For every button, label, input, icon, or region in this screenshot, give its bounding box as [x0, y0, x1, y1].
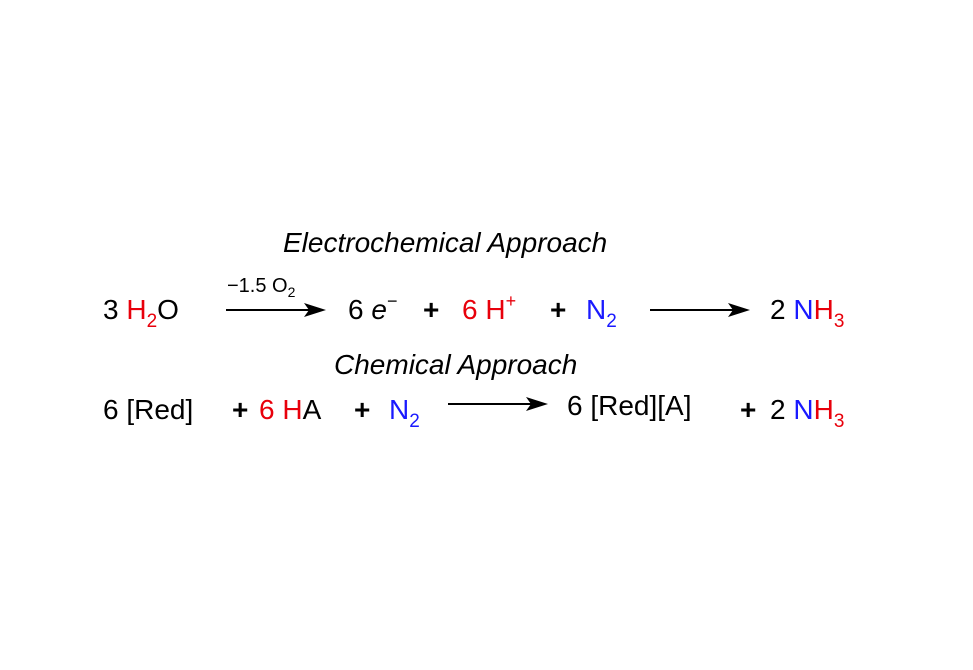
- electrons-term: 6 e−: [348, 292, 397, 325]
- plus-sign: +: [423, 294, 440, 325]
- proton-symbol: H: [485, 294, 506, 325]
- arrow-condition: −1.5 O2: [227, 275, 296, 300]
- dinitrogen-term: N2: [586, 294, 617, 332]
- water-oxidation-arrow: [226, 303, 326, 317]
- acid-hydrogen: H: [282, 394, 303, 425]
- ammonia-hydrogen-subscript: 3: [833, 311, 845, 332]
- ammonia-nitrogen: N: [793, 294, 814, 325]
- electrochemical-heading: Electrochemical Approach: [283, 227, 608, 258]
- nitrogen-subscript: 2: [606, 311, 617, 332]
- water-hydrogen: H2: [126, 294, 158, 332]
- plus-sign: +: [550, 294, 567, 325]
- ammonia-hydrogen-subscript: 3: [833, 411, 845, 432]
- water-coefficient: 3: [103, 294, 119, 325]
- oxidized-reductant-term: 6 [Red][A]: [567, 390, 692, 421]
- plus-sign: +: [354, 394, 371, 425]
- reductant-term: 6 [Red]: [103, 394, 194, 425]
- ammonia-hydrogen: H3: [813, 394, 845, 432]
- acid-coefficient: 6: [259, 394, 275, 425]
- electron-symbol: e: [371, 294, 387, 325]
- water-hydrogen-subscript: 2: [146, 311, 158, 332]
- proton-coefficient: 6: [462, 294, 478, 325]
- electron-coefficient: 6: [348, 294, 364, 325]
- water-reactant: 3 H2O: [103, 294, 179, 332]
- ammonia-hydrogen: H3: [813, 294, 845, 332]
- nitrogen-subscript: 2: [409, 411, 420, 432]
- protons-term: 6 H+: [462, 292, 516, 325]
- ammonia-product: 2 NH3: [770, 294, 845, 332]
- acid-term: 6 HA: [259, 396, 321, 424]
- chemical-heading: Chemical Approach: [334, 349, 578, 380]
- nitrogen-symbol: N: [389, 394, 410, 425]
- reduction-arrow: [650, 303, 750, 317]
- plus-sign: +: [740, 394, 757, 425]
- arrow-condition-subscript: 2: [287, 284, 296, 300]
- ammonia-coefficient: 2: [770, 294, 786, 325]
- plus-sign: +: [232, 394, 249, 425]
- ammonia-nitrogen: N: [793, 394, 814, 425]
- nitrogen-symbol: N: [586, 294, 607, 325]
- electron-charge: −: [386, 291, 398, 311]
- acid-anion: A: [302, 394, 322, 425]
- ammonia-coefficient: 2: [770, 394, 786, 425]
- proton-charge: +: [505, 291, 517, 311]
- ammonia-product: 2 NH3: [770, 394, 845, 432]
- water-oxygen: O: [157, 294, 179, 325]
- dinitrogen-term: N2: [389, 394, 420, 432]
- chemical-reaction-arrow: [448, 397, 548, 411]
